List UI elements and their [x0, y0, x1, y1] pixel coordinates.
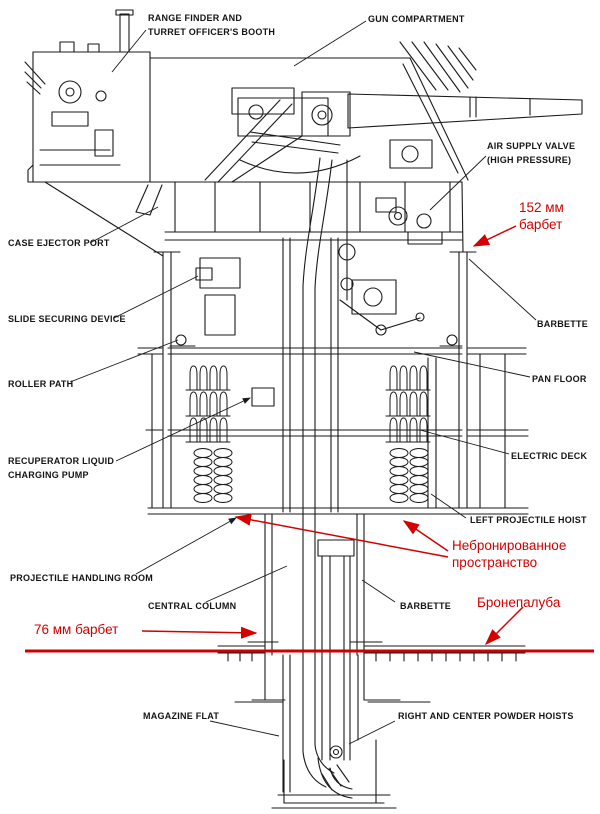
label-projectile-handling-room: PROJECTILE HANDLING ROOM: [10, 573, 154, 583]
label-armored-deck-ru: Бронепалуба: [477, 595, 561, 610]
label-barbette-lower: BARBETTE: [400, 601, 451, 611]
label-barbette-upper: BARBETTE: [537, 319, 588, 329]
red-annotation-arrows: [141, 225, 524, 646]
label-powder-hoists: RIGHT AND CENTER POWDER HOISTS: [398, 711, 574, 721]
label-pan-floor: PAN FLOOR: [532, 374, 587, 384]
turret-structure: [24, 9, 583, 809]
label-left-projectile-hoist: LEFT PROJECTILE HOIST: [470, 515, 587, 525]
label-air-supply-valve: AIR SUPPLY VALVE (HIGH PRESSURE): [487, 141, 576, 165]
label-76mm-barbette-ru: 76 мм барбет: [34, 622, 119, 637]
label-roller-path: ROLLER PATH: [8, 379, 74, 389]
label-range-finder-booth: RANGE FINDER AND TURRET OFFICER'S BOOTH: [148, 13, 276, 37]
label-electric-deck: ELECTRIC DECK: [511, 451, 588, 461]
label-central-column: CENTRAL COLUMN: [148, 601, 237, 611]
projectiles-and-springs: [189, 365, 429, 503]
label-magazine-flat: MAGAZINE FLAT: [143, 711, 220, 721]
label-unarmored-space-ru: Небронированное пространство: [452, 538, 567, 570]
label-slide-securing-device: SLIDE SECURING DEVICE: [8, 314, 126, 324]
leader-lines: [69, 20, 537, 745]
label-recuperator-pump: RECUPERATOR LIQUID CHARGING PUMP: [8, 456, 115, 480]
label-case-ejector-port: CASE EJECTOR PORT: [8, 238, 110, 248]
label-gun-compartment: GUN COMPARTMENT: [368, 14, 465, 24]
label-152mm-barbette-ru: 152 мм барбет: [519, 200, 564, 232]
